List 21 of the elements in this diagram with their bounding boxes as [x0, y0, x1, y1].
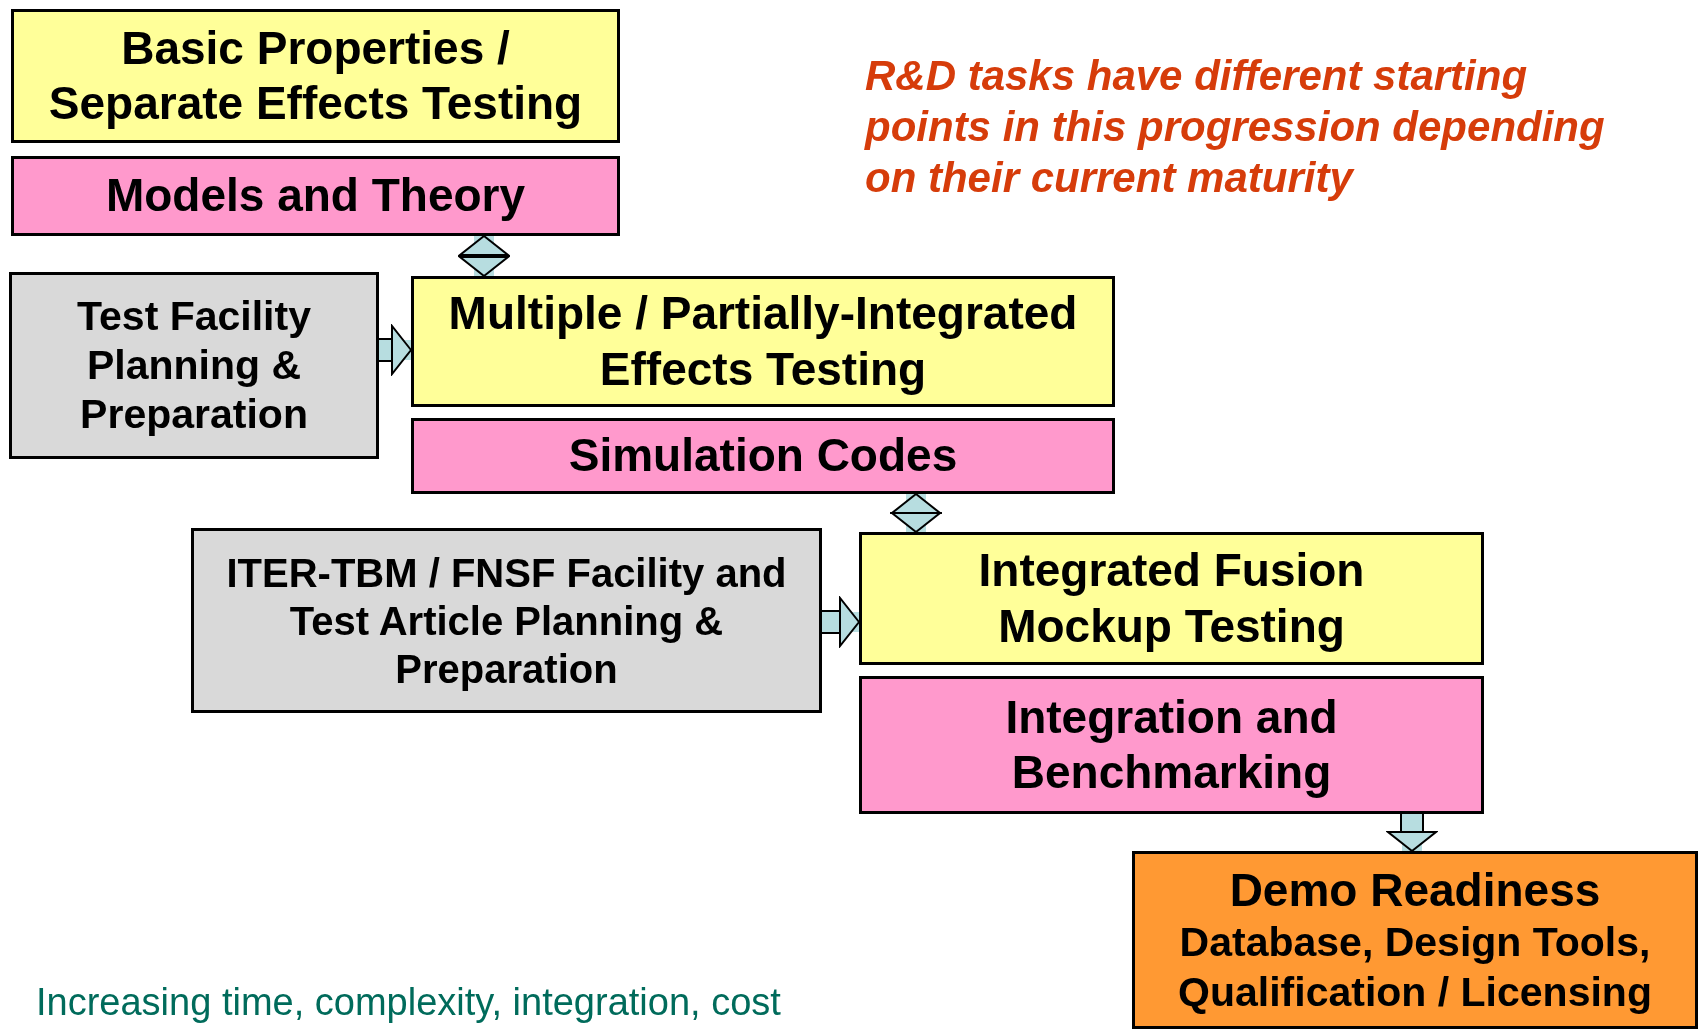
process-box: [411, 276, 1115, 407]
process-box: [191, 528, 822, 713]
box-title: ITER-TBM / FNSF Facility and Test Article Planning & Preparation: [225, 549, 788, 693]
box-subtitle: Database, Design Tools, Qualification / Licensing: [1177, 918, 1653, 1017]
box-title: Integration and Benchmarking: [1004, 689, 1339, 800]
process-box: [11, 156, 620, 236]
box-title: Multiple / Partially-Integrated Effects Testing: [447, 286, 1079, 397]
process-box: [859, 532, 1484, 665]
note-text: R&D tasks have different starting points in this progression depending on their current maturity: [865, 51, 1606, 204]
process-box: [859, 676, 1484, 814]
process-box: [11, 9, 620, 143]
process-box: [9, 272, 379, 459]
box-title: Models and Theory: [105, 168, 526, 224]
box-title: Demo Readiness: [1229, 863, 1601, 919]
box-title: Test Facility Planning & Preparation: [76, 291, 312, 440]
box-title: Basic Properties / Separate Effects Testing: [47, 20, 584, 131]
process-box: [411, 418, 1115, 494]
box-title: Simulation Codes: [568, 428, 958, 484]
process-box: [1132, 851, 1698, 1029]
box-title: Integrated Fusion Mockup Testing: [977, 543, 1366, 654]
axis-caption: Increasing time, complexity, integration, cost: [36, 982, 782, 1024]
